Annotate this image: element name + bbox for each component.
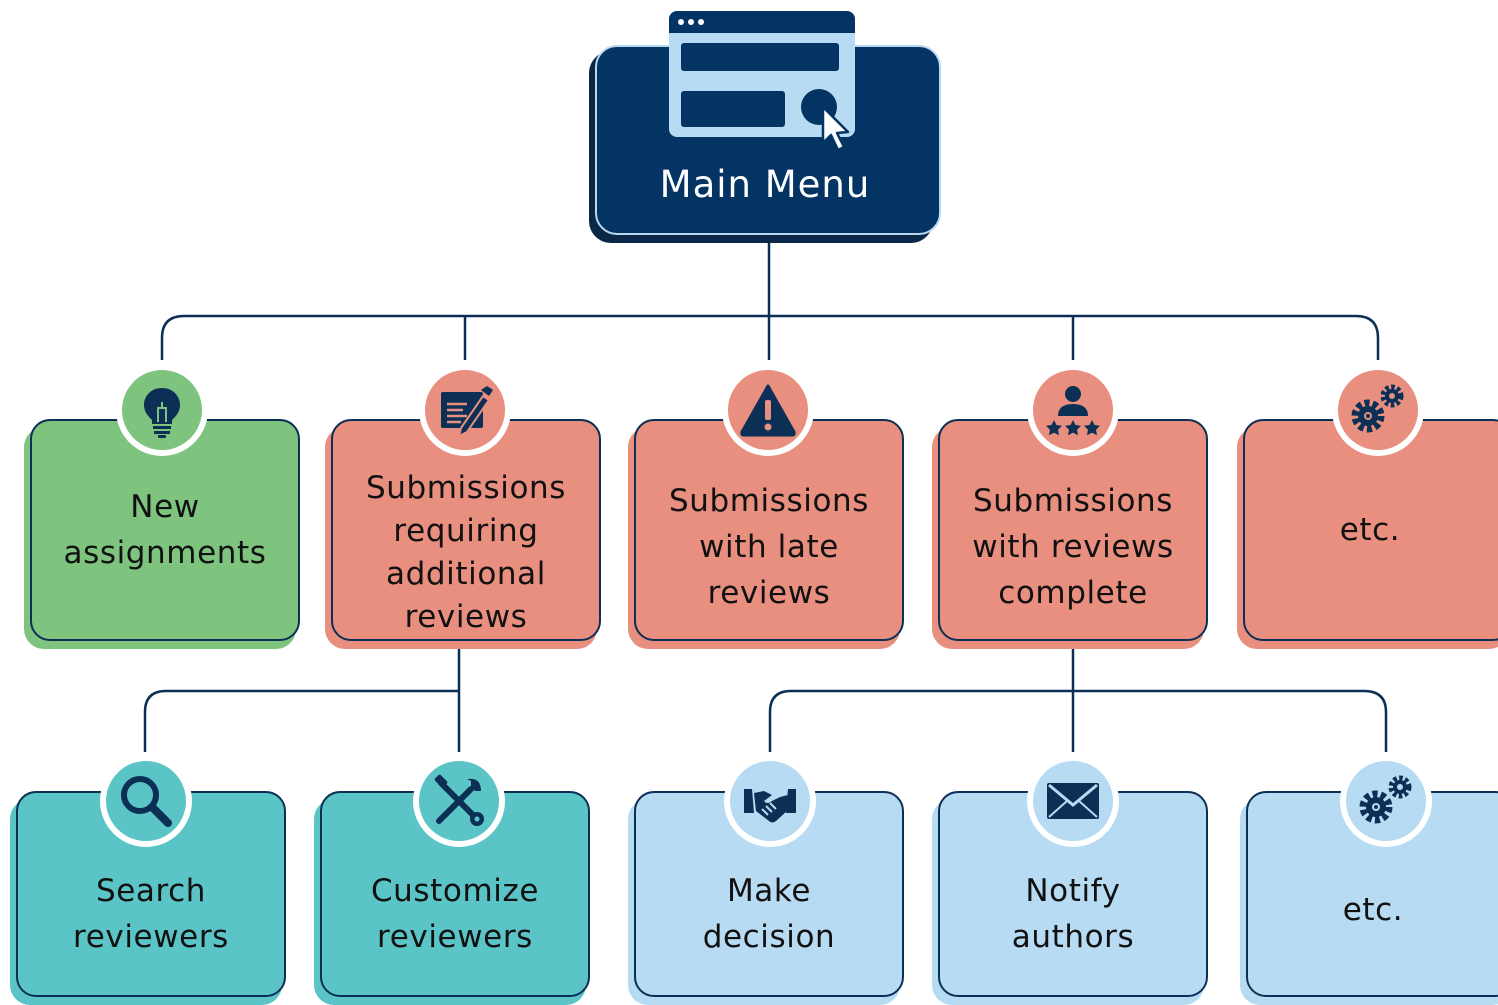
node-etc-level1[interactable]: etc.: [1237, 419, 1498, 649]
node-submissions-with-reviews-complete[interactable]: Submissions with reviews complete: [932, 419, 1208, 649]
lightbulb-icon: [116, 364, 208, 456]
node-label: Make decision: [702, 873, 836, 955]
gears-icon: [1332, 364, 1424, 456]
main-menu-label: Main Menu: [659, 163, 871, 206]
node-label: etc.: [1342, 892, 1404, 928]
user-rating-icon: [1027, 364, 1119, 456]
node-box: Submissions with late reviews: [634, 419, 904, 641]
node-label: Notify authors: [1011, 873, 1135, 955]
node-submissions-requiring-additional-reviews[interactable]: Submissions requiring additional reviews: [325, 419, 601, 649]
node-label: Customize reviewers: [370, 873, 540, 955]
node-etc-level2[interactable]: etc.: [1240, 791, 1498, 1005]
node-label: Search reviewers: [73, 873, 229, 955]
node-box: etc.: [1243, 419, 1498, 641]
envelope-icon: [1027, 755, 1119, 847]
node-box: etc.: [1246, 791, 1498, 997]
node-box: New assignments: [30, 419, 300, 641]
browser-window-click-icon: [669, 11, 855, 152]
node-label: Submissions with reviews complete: [972, 483, 1174, 611]
gears-icon: [1340, 755, 1432, 847]
warning-icon: [722, 364, 814, 456]
node-label: Submissions with late reviews: [668, 483, 870, 611]
node-new-assignments[interactable]: New assignments: [24, 419, 300, 649]
node-submissions-with-late-reviews[interactable]: Submissions with late reviews: [628, 419, 904, 649]
node-label: Submissions requiring additional reviews: [365, 470, 567, 635]
handshake-icon: [724, 755, 816, 847]
node-box: Submissions requiring additional reviews: [331, 419, 601, 641]
main-menu-node[interactable]: Main Menu: [589, 11, 941, 243]
edit-document-icon: [419, 364, 511, 456]
node-label: etc.: [1339, 512, 1401, 548]
tools-icon: [413, 755, 505, 847]
magnifier-icon: [100, 755, 192, 847]
node-box: Submissions with reviews complete: [938, 419, 1208, 641]
node-label: New assignments: [63, 489, 267, 571]
